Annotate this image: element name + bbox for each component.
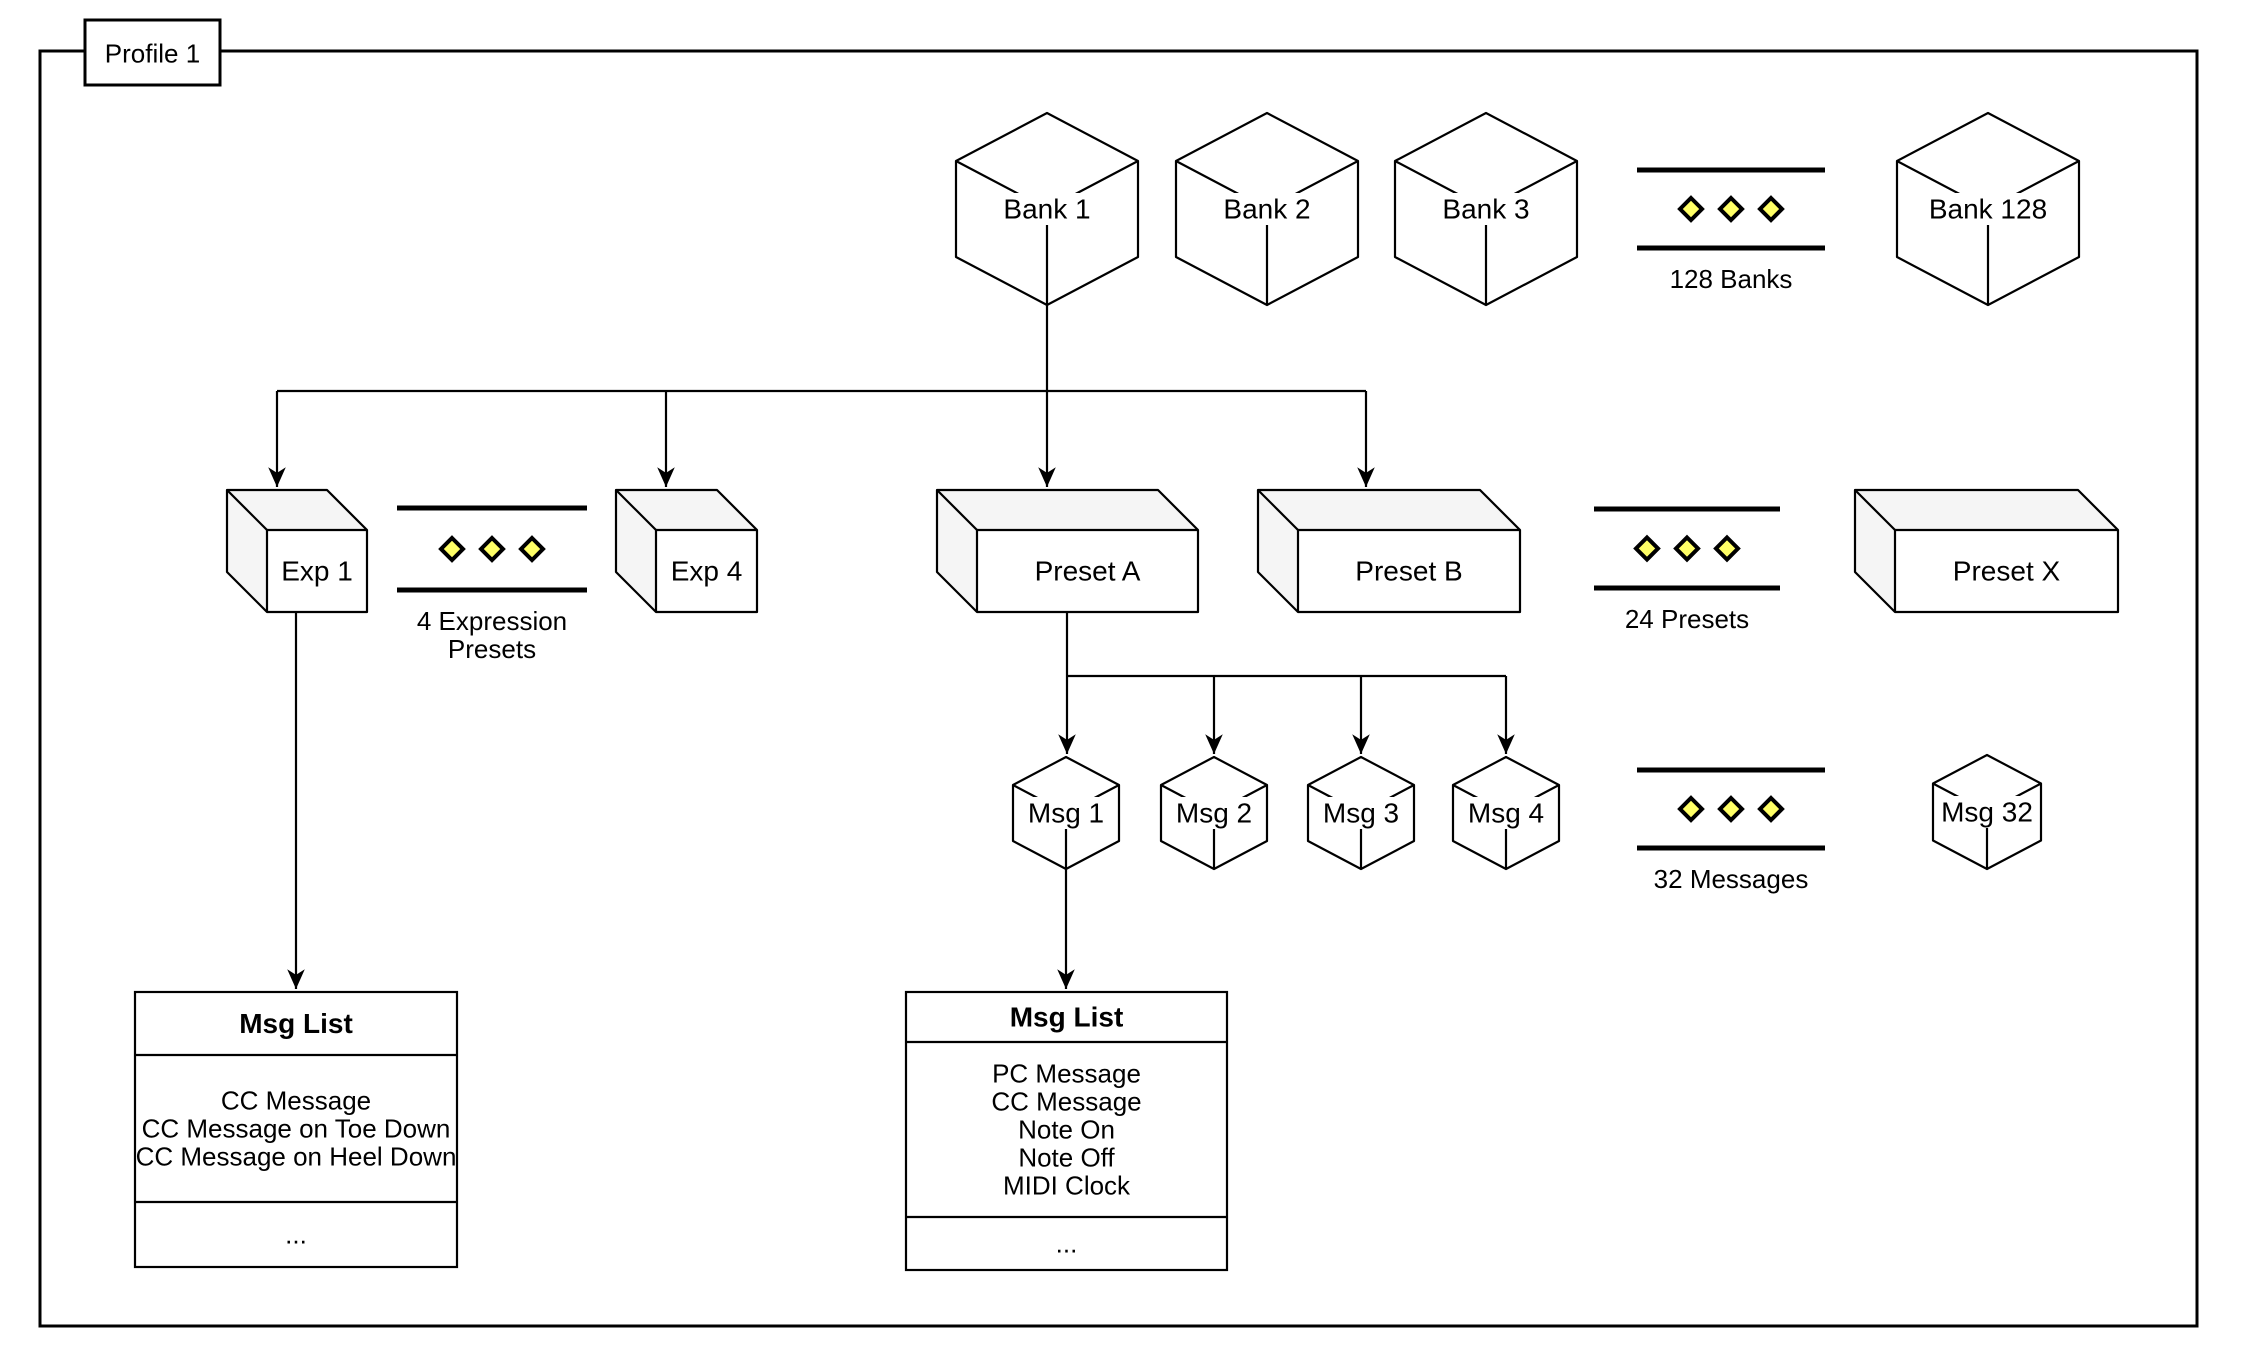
profile-frame-border [38, 49, 2199, 1328]
label-backing [1320, 797, 1402, 829]
label-backing [1025, 797, 1107, 829]
cube-fold-edge [1854, 489, 1896, 531]
cube-fold-edge [615, 489, 657, 531]
node-preset-a: Preset A [935, 488, 1200, 614]
bank-1-label: Bank 1 [1003, 194, 1090, 225]
node-presets-more: 24 Presets [1594, 506, 1780, 634]
node-msg-4: Msg 4 [1451, 755, 1561, 871]
cube-outline [935, 488, 1200, 614]
frame-layer: Profile 1 [38, 18, 2199, 1328]
label-backing [1438, 193, 1534, 225]
cube-fold-edge [936, 489, 978, 531]
cube-top-face [1258, 490, 1520, 530]
msg-list-preset-title: Msg List [1010, 1002, 1124, 1033]
preset-x-label: Preset X [1953, 556, 2061, 587]
msg-list-exp-title: Msg List [239, 1008, 353, 1039]
cube-top-face [616, 490, 757, 530]
ellipsis-diamond-icon [1673, 534, 1701, 563]
ellipsis-diamond-icon [1757, 195, 1785, 223]
node-msg-2: Msg 2 [1159, 755, 1269, 871]
label-backing [1926, 193, 2050, 225]
node-bank-2: Bank 2 [1174, 111, 1360, 307]
ellipsis-diamond-icon [438, 535, 466, 563]
cube-top-face [227, 490, 367, 530]
ellipsis-diamond-icon [1633, 534, 1661, 563]
node-exp-1: Exp 1 [225, 488, 369, 614]
list-box [904, 990, 1229, 1272]
ellipsis-diamond-icon [1717, 195, 1745, 223]
node-bank-3: Bank 3 [1393, 111, 1579, 307]
bank-2-label: Bank 2 [1223, 194, 1310, 225]
ellipsis-diamond-icon [1677, 795, 1705, 823]
cube-top-face [1855, 490, 2118, 530]
msg-2-label: Msg 2 [1176, 798, 1252, 829]
node-preset-x: Preset X [1853, 488, 2120, 614]
exp-more-caption-0: 4 Expression [417, 606, 567, 636]
banks-more-caption-0: 128 Banks [1670, 264, 1793, 294]
ellipsis-diamond-icon [478, 535, 506, 563]
cube-top-face [937, 490, 1198, 530]
msg-list-preset-item-4: MIDI Clock [1003, 1171, 1131, 1201]
msg-list-preset-item-3: Note Off [1018, 1143, 1115, 1173]
msg-list-exp-footer: ... [285, 1220, 307, 1250]
node-messages-more: 32 Messages [1637, 767, 1825, 894]
node-msg-32: Msg 32 [1931, 753, 2043, 871]
label-backing [1939, 796, 2035, 828]
list-box [133, 990, 459, 1269]
connector-layer [268, 305, 1515, 989]
profile-label-box [83, 18, 222, 87]
msg-list-exp-item-1: CC Message on Toe Down [142, 1114, 451, 1144]
preset-a-label: Preset A [1035, 556, 1141, 587]
exp-more-caption-1: Presets [448, 634, 536, 664]
label-backing [1219, 193, 1315, 225]
ellipsis-diamond-icon [1677, 195, 1705, 223]
exp-4-label: Exp 4 [671, 556, 743, 587]
node-msg-3: Msg 3 [1306, 755, 1416, 871]
label-backing [1173, 797, 1255, 829]
profile-title: Profile 1 [105, 39, 200, 69]
preset-b-label: Preset B [1355, 556, 1462, 587]
cube-fold-edge [1257, 489, 1299, 531]
ellipsis-diamond-icon [1713, 534, 1741, 563]
node-banks-more: 128 Banks [1637, 167, 1825, 294]
messages-more-caption-0: 32 Messages [1654, 864, 1809, 894]
node-msg-1: Msg 1 [1011, 755, 1121, 871]
msg-list-preset-footer: ... [1056, 1229, 1078, 1259]
presets-more-caption-0: 24 Presets [1625, 604, 1749, 634]
cube-outline [1853, 488, 2120, 614]
ellipsis-diamond-icon [1757, 795, 1785, 823]
ellipsis-diamond-icon [1717, 795, 1745, 823]
msg-1-label: Msg 1 [1028, 798, 1104, 829]
msg-list-preset-item-0: PC Message [992, 1059, 1141, 1089]
msg-4-label: Msg 4 [1468, 798, 1544, 829]
node-bank-128: Bank 128 [1895, 111, 2081, 307]
cube-fold-edge [226, 489, 268, 531]
msg-32-label: Msg 32 [1941, 797, 2033, 828]
node-bank-1: Bank 1 [954, 111, 1140, 307]
msg-list-preset-item-1: CC Message [991, 1087, 1141, 1117]
node-preset-b: Preset B [1256, 488, 1522, 614]
cube-outline [614, 488, 759, 614]
label-backing [1465, 797, 1547, 829]
node-exp-4: Exp 4 [614, 488, 759, 614]
msg-list-exp-item-2: CC Message on Heel Down [136, 1142, 457, 1172]
ellipsis-diamond-icon [518, 535, 546, 563]
exp-1-label: Exp 1 [281, 556, 353, 587]
bank-128-label: Bank 128 [1929, 194, 2047, 225]
msg-3-label: Msg 3 [1323, 798, 1399, 829]
bank-3-label: Bank 3 [1442, 194, 1529, 225]
cube-outline [225, 488, 369, 614]
label-backing [999, 193, 1095, 225]
msg-list-exp-item-0: CC Message [221, 1086, 371, 1116]
msg-list-preset-item-2: Note On [1018, 1115, 1115, 1145]
cube-outline [1256, 488, 1522, 614]
